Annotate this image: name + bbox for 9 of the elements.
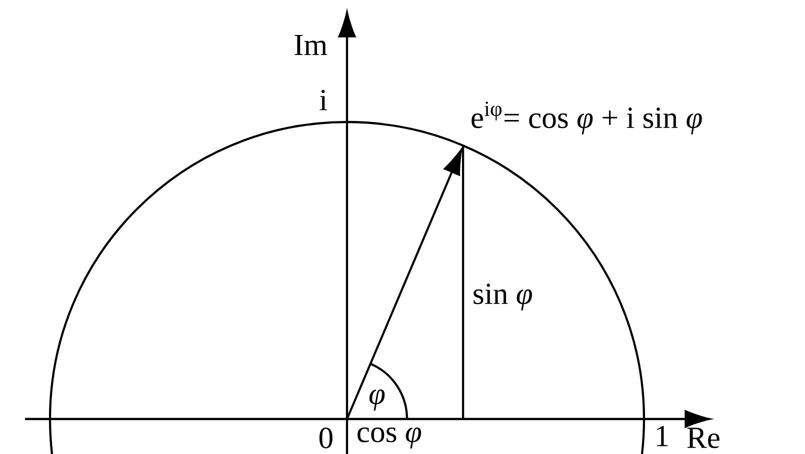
axis-label: Im [294,34,328,56]
axis-label: Re [687,428,720,448]
axis-label: 0 [319,428,332,448]
axis-label: 1 [657,426,668,446]
axis-label: i [320,90,328,110]
angle-label: φ [369,390,385,410]
formula-label: e$^{iφ}$= cos φ + i sin φ [472,102,702,134]
side-label: cos φ [358,428,422,448]
side-label: sin φ [474,284,532,310]
